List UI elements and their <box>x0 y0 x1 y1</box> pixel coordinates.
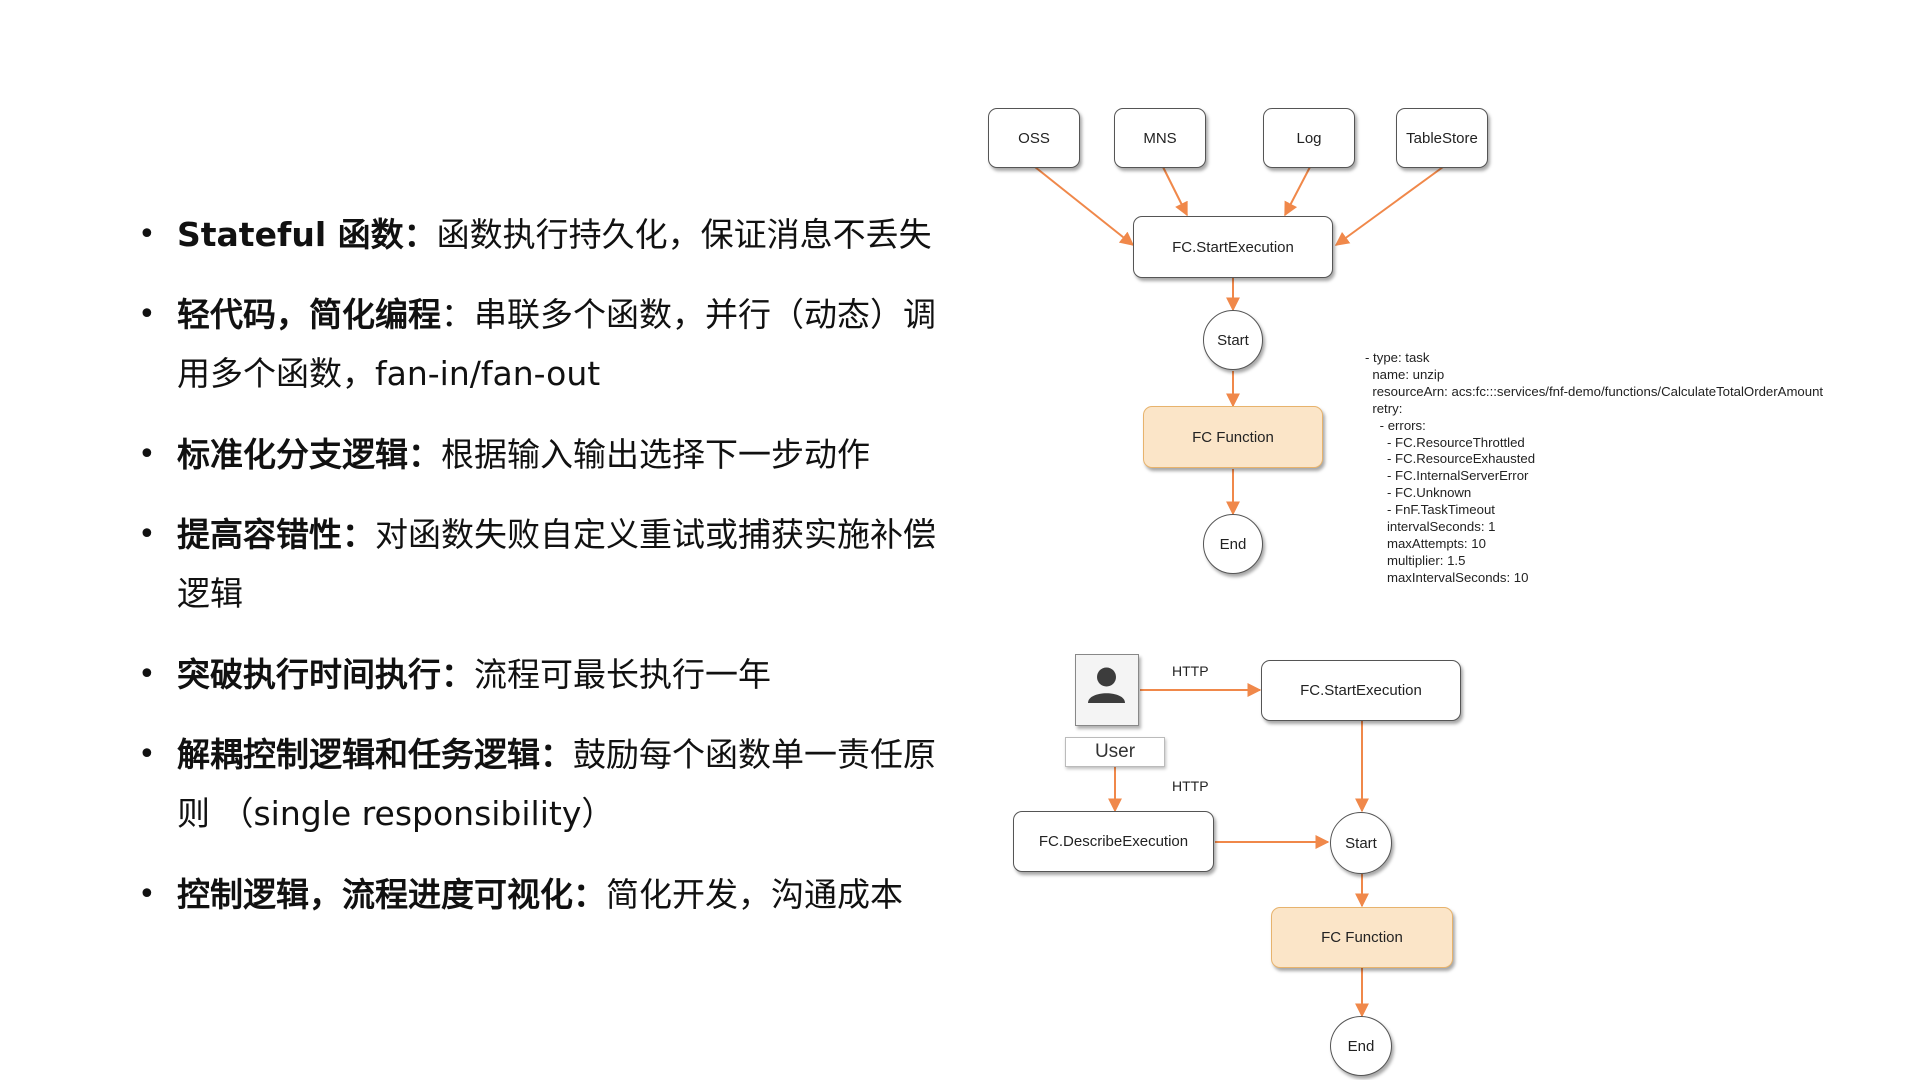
bullet-dot: • <box>138 877 156 912</box>
bullet-item: • 提高容错性：对函数失败自定义重试或捕获实施补偿逻辑 <box>138 505 948 623</box>
bullet-title: 轻代码，简化编程 <box>177 295 441 334</box>
bullet-dot: • <box>138 517 156 552</box>
bullet-dot: • <box>138 737 156 772</box>
arrow-log-to-start-execution <box>1284 166 1311 217</box>
bullet-title: 标准化分支逻辑： <box>177 435 441 474</box>
task-config-yaml: - type: task name: unzip resourceArn: ac… <box>1365 350 1824 585</box>
log-source-node: Log <box>1263 108 1355 168</box>
bullet-item: • 控制逻辑，流程进度可视化：简化开发，沟通成本 <box>138 865 948 924</box>
bullet-text: 根据输入输出选择下一步动作 <box>441 435 870 474</box>
start-node: Start <box>1203 310 1263 370</box>
bullet-dot: • <box>138 297 156 332</box>
bullet-text: 函数执行持久化，保证消息不丢失 <box>436 215 932 254</box>
bullet-text: 对函数失败自定义重试或捕获实施补偿逻辑 <box>177 515 936 613</box>
tablestore-source-node: TableStore <box>1396 108 1488 168</box>
function-node: FC Function <box>1143 406 1323 468</box>
http-label-bottom: HTTP <box>1172 778 1209 794</box>
function-node-2: FC Function <box>1271 907 1453 968</box>
bullet-title: 提高容错性： <box>177 515 375 554</box>
arrow-tablestore-to-start-execution <box>1334 166 1444 246</box>
end-node-2: End <box>1330 1016 1392 1076</box>
bullet-title: 解耦控制逻辑和任务逻辑： <box>177 735 573 774</box>
bullet-item: • 轻代码，简化编程：串联多个函数，并行（动态）调用多个函数，fan-in/fa… <box>138 285 948 403</box>
bullet-dot: • <box>138 657 156 692</box>
arrow-oss-to-start-execution <box>1034 166 1135 246</box>
bullet-title: 控制逻辑，流程进度可视化： <box>177 875 606 914</box>
user-avatar-icon <box>1088 667 1125 703</box>
start-node-2: Start <box>1330 812 1392 874</box>
bullet-text: 鼓励每个函数单一责任原则 （single responsibility） <box>177 735 936 833</box>
start-execution-node-2: FC.StartExecution <box>1261 660 1461 721</box>
bullet-text: 流程可最长执行一年 <box>474 655 771 694</box>
user-card <box>1075 654 1139 726</box>
user-label: User <box>1065 737 1165 767</box>
bullet-dot: • <box>138 437 156 472</box>
bullet-text: ：串联多个函数，并行（动态）调用多个函数，fan-in/fan-out <box>177 295 936 393</box>
bullet-item: • 标准化分支逻辑：根据输入输出选择下一步动作 <box>138 425 948 484</box>
oss-source-node: OSS <box>988 108 1080 168</box>
bullet-item: • 解耦控制逻辑和任务逻辑：鼓励每个函数单一责任原则 （single respo… <box>138 725 948 843</box>
bullet-title: Stateful 函数： <box>177 215 437 254</box>
bullet-dot: • <box>138 217 156 252</box>
bullet-item: • 突破执行时间执行：流程可最长执行一年 <box>138 645 948 704</box>
bullet-text: 简化开发，沟通成本 <box>606 875 903 914</box>
arrow-mns-to-start-execution <box>1162 166 1188 217</box>
start-execution-node: FC.StartExecution <box>1133 216 1333 278</box>
bullet-item: • Stateful 函数：函数执行持久化，保证消息不丢失 <box>138 205 948 264</box>
bullet-title: 突破执行时间执行： <box>177 655 474 694</box>
mns-source-node: MNS <box>1114 108 1206 168</box>
end-node: End <box>1203 514 1263 574</box>
describe-execution-node: FC.DescribeExecution <box>1013 811 1214 872</box>
http-label-top: HTTP <box>1172 663 1209 679</box>
